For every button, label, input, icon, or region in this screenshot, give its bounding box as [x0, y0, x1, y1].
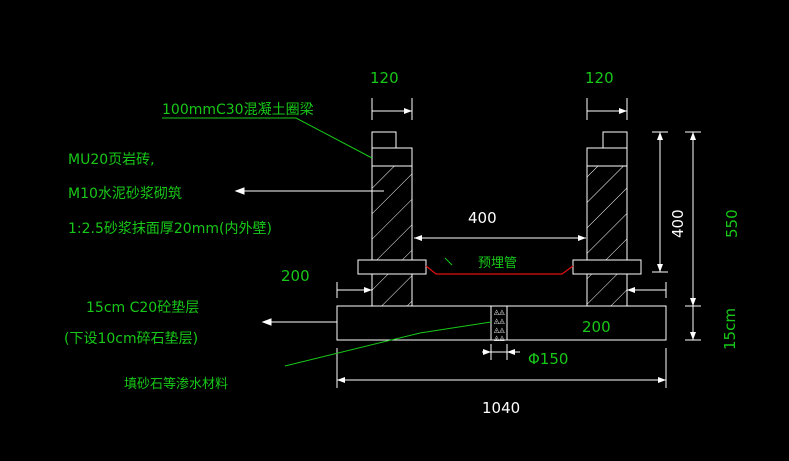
svg-text:◬◬: ◬◬	[494, 317, 505, 325]
label-pipe: 预埋管	[478, 256, 517, 271]
right-wall	[572, 131, 642, 307]
dimension-arrows	[337, 108, 696, 383]
dim-top-left-120: 120	[370, 69, 399, 87]
label-pad-line1: 15cm C20砼垫层	[86, 300, 199, 316]
svg-text:◬◬: ◬◬	[494, 334, 505, 342]
label-fill-material: 填砂石等渗水材料	[124, 376, 228, 392]
svg-text:◬◬: ◬◬	[494, 326, 505, 334]
dim-pad-15cm: 15cm	[721, 308, 739, 350]
dim-top-right-120: 120	[585, 69, 614, 87]
label-wall-line3: 1:2.5砂浆抹面厚20mm(内外壁)	[68, 221, 272, 237]
dim-total-width-1040: 1040	[482, 399, 520, 417]
dim-right-200: 200	[582, 318, 611, 336]
dim-inner-400: 400	[468, 209, 497, 227]
dim-pipe-diameter: Φ150	[528, 350, 568, 368]
embedded-pipe-line	[425, 265, 574, 275]
callout-arrows	[234, 187, 384, 326]
dim-left-200: 200	[281, 267, 310, 285]
leader-lines	[162, 117, 492, 367]
label-ring-beam: 100mmC30混凝土圈梁	[162, 102, 314, 118]
svg-text:◬◬: ◬◬	[494, 308, 505, 316]
gravel-drain: ◬◬ ◬◬ ◬◬ ◬◬	[490, 305, 508, 342]
label-wall-line2: M10水泥砂浆砌筑	[68, 186, 182, 202]
left-wall	[357, 131, 427, 307]
label-wall-line1: MU20页岩砖,	[68, 152, 155, 168]
label-pad-line2: (下设10cm碎石垫层)	[64, 331, 198, 347]
dim-wall-height-400: 400	[669, 209, 687, 238]
dim-total-height-550: 550	[723, 209, 741, 238]
